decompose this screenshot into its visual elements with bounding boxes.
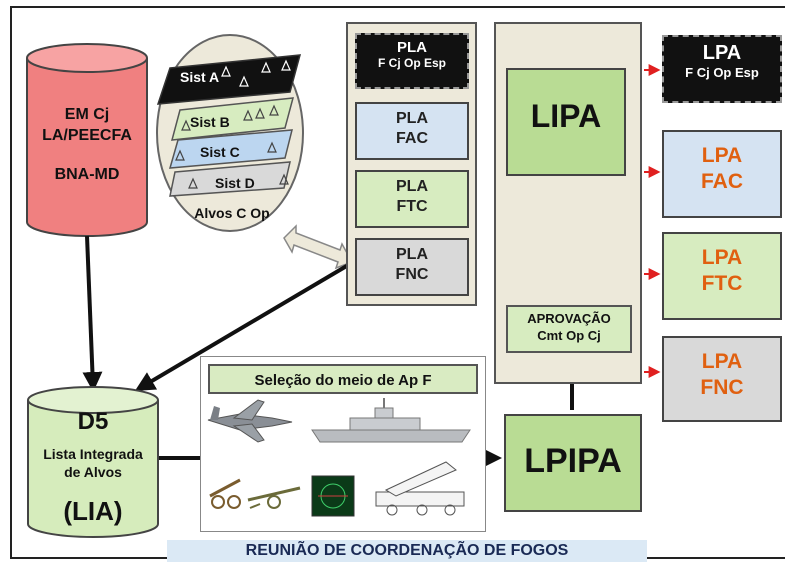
selection-title-box: Seleção do meio de Ap F bbox=[208, 364, 478, 394]
approval-line1: APROVAÇÃO bbox=[527, 311, 611, 326]
pla-ftc-line1: PLA bbox=[396, 178, 428, 195]
pla-fnc-line2: FNC bbox=[395, 266, 429, 283]
targets-caption: Alvos C Op bbox=[194, 205, 270, 221]
layer-sist-b bbox=[170, 97, 295, 141]
selection-title: Seleção do meio de Ap F bbox=[254, 372, 432, 389]
source-db-line1: EM Cj bbox=[64, 106, 110, 123]
approval-box: APROVAÇÃO Cmt Op Cj bbox=[506, 305, 632, 353]
lpa-doc-esp: LPA F Cj Op Esp bbox=[662, 35, 782, 103]
lpa-doc-fnc: LPA FNC bbox=[662, 336, 782, 422]
lpa-fnc-line2: FNC bbox=[700, 376, 744, 399]
arrow-source-to-d5 bbox=[82, 235, 103, 392]
pla-doc-fac: PLA FAC bbox=[355, 102, 469, 160]
lpa-fnc-line1: LPA bbox=[701, 350, 743, 373]
d5-line2: de Alvos bbox=[64, 464, 122, 480]
layer-label-c: Sist C bbox=[200, 144, 240, 160]
d5-title: D5 bbox=[77, 408, 109, 435]
fighter-jet-icon bbox=[207, 399, 293, 443]
source-database bbox=[26, 43, 148, 237]
lpa-doc-fac: LPA FAC bbox=[662, 130, 782, 218]
equipment-images bbox=[207, 398, 471, 517]
d5-database bbox=[27, 386, 159, 538]
pla-esp-line2: F Cj Op Esp bbox=[377, 56, 446, 70]
pla-doc-fnc: PLA FNC bbox=[355, 238, 469, 296]
pla-esp-line1: PLA bbox=[397, 39, 427, 56]
target-markers-b bbox=[175, 104, 289, 189]
radar-screen-icon bbox=[311, 475, 355, 517]
meeting-banner: REUNIÃO DE COORDENAÇÃO DE FOGOS bbox=[167, 540, 647, 562]
layer-label-d: Sist D bbox=[215, 175, 255, 191]
exchange-arrow bbox=[283, 224, 354, 270]
target-markers-a bbox=[221, 59, 291, 87]
pla-ftc-line2: FTC bbox=[396, 198, 428, 215]
approval-line2: Cmt Op Cj bbox=[537, 328, 601, 343]
lpa-fac-line1: LPA bbox=[701, 144, 743, 167]
layer-sist-c bbox=[168, 129, 293, 169]
artillery-icon bbox=[209, 478, 241, 509]
lpa-esp-line1: LPA bbox=[702, 42, 742, 64]
lpa-fac-line2: FAC bbox=[701, 170, 743, 193]
banner-text: REUNIÃO DE COORDENAÇÃO DE FOGOS bbox=[245, 542, 569, 559]
pla-doc-esp: PLA F Cj Op Esp bbox=[355, 33, 469, 89]
lpa-ftc-line1: LPA bbox=[701, 246, 743, 269]
lpa-esp-line2: F Cj Op Esp bbox=[685, 65, 759, 80]
missile-launcher-icon bbox=[375, 461, 465, 516]
lpa-ftc-line2: FTC bbox=[701, 272, 743, 295]
howitzer-icon bbox=[247, 486, 301, 509]
lpipa-label: LPIPA bbox=[524, 442, 622, 480]
pla-doc-ftc: PLA FTC bbox=[355, 170, 469, 228]
layer-sist-d bbox=[169, 161, 291, 197]
d5-line3: (LIA) bbox=[63, 496, 123, 526]
lpa-doc-ftc: LPA FTC bbox=[662, 232, 782, 320]
lipa-label: LIPA bbox=[530, 98, 602, 134]
layer-label-a: Sist A bbox=[180, 69, 220, 85]
pla-fnc-line1: PLA bbox=[396, 246, 428, 263]
source-db-line3: BNA-MD bbox=[54, 166, 120, 183]
source-db-line2: LA/PEECFA bbox=[42, 127, 132, 144]
d5-line1: Lista Integrada bbox=[43, 446, 143, 462]
pla-fac-line1: PLA bbox=[396, 110, 428, 127]
warship-icon bbox=[311, 398, 471, 443]
lipa-doc: LIPA bbox=[506, 68, 626, 176]
lpipa-doc: LPIPA bbox=[504, 414, 642, 512]
arrow-pla-to-d5 bbox=[134, 262, 352, 392]
layer-label-b: Sist B bbox=[190, 114, 230, 130]
pla-fac-line2: FAC bbox=[396, 130, 428, 147]
